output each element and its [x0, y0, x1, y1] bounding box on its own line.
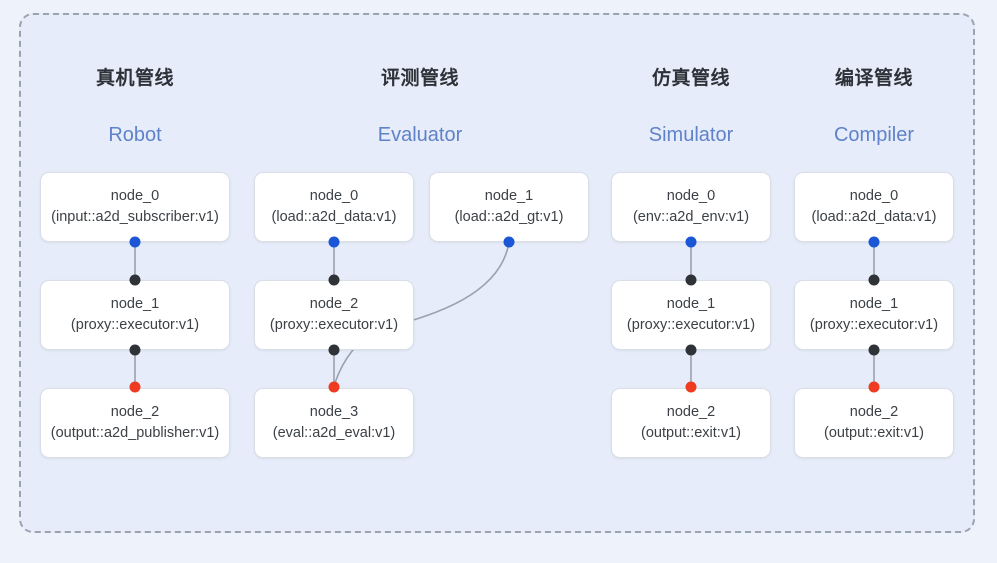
- node-name: node_0: [110, 187, 160, 204]
- node-compiler-2[interactable]: node_2 (output::exit:v1): [794, 388, 954, 458]
- port-compiler-1-out[interactable]: [868, 344, 880, 356]
- node-compiler-1[interactable]: node_1 (proxy::executor:v1): [794, 280, 954, 350]
- node-name: node_2: [309, 295, 359, 312]
- node-type: (load::a2d_data:v1): [271, 209, 397, 225]
- port-simulator-2-in[interactable]: [685, 381, 697, 393]
- port-simulator-1-out[interactable]: [685, 344, 697, 356]
- node-name: node_2: [849, 403, 899, 420]
- node-evaluator-1[interactable]: node_1 (load::a2d_gt:v1): [429, 172, 589, 242]
- node-robot-2[interactable]: node_2 (output::a2d_publisher:v1): [40, 388, 230, 458]
- node-name: node_0: [666, 187, 716, 204]
- node-evaluator-2[interactable]: node_2 (proxy::executor:v1): [254, 280, 414, 350]
- port-simulator-1-in[interactable]: [685, 274, 697, 286]
- node-compiler-0[interactable]: node_0 (load::a2d_data:v1): [794, 172, 954, 242]
- node-type: (input::a2d_subscriber:v1): [51, 209, 219, 225]
- node-type: (output::exit:v1): [824, 425, 924, 441]
- node-type: (proxy::executor:v1): [269, 317, 399, 333]
- column-title-cn-robot: 真机管线: [95, 68, 174, 89]
- node-type: (output::exit:v1): [641, 425, 741, 441]
- column-title-en-robot: Robot: [108, 124, 162, 146]
- node-type: (proxy::executor:v1): [70, 317, 200, 333]
- port-evaluator-1-out[interactable]: [503, 236, 515, 248]
- node-simulator-1[interactable]: node_1 (proxy::executor:v1): [611, 280, 771, 350]
- column-title-cn-evaluator: 评测管线: [380, 68, 459, 89]
- port-evaluator-3-in[interactable]: [328, 381, 340, 393]
- node-type: (load::a2d_gt:v1): [454, 209, 564, 225]
- node-robot-1[interactable]: node_1 (proxy::executor:v1): [40, 280, 230, 350]
- node-type: (env::a2d_env:v1): [632, 209, 750, 225]
- node-name: node_0: [849, 187, 899, 204]
- node-name: node_1: [849, 295, 899, 312]
- node-simulator-0[interactable]: node_0 (env::a2d_env:v1): [611, 172, 771, 242]
- column-title-cn-compiler: 编译管线: [834, 68, 913, 89]
- column-title-en-compiler: Compiler: [833, 124, 915, 146]
- node-type: (output::a2d_publisher:v1): [50, 425, 220, 441]
- node-evaluator-3[interactable]: node_3 (eval::a2d_eval:v1): [254, 388, 414, 458]
- port-evaluator-2-in[interactable]: [328, 274, 340, 286]
- port-compiler-0-out[interactable]: [868, 236, 880, 248]
- column-title-en-simulator: Simulator: [648, 124, 734, 146]
- port-robot-2-in[interactable]: [129, 381, 141, 393]
- node-name: node_0: [309, 187, 359, 204]
- node-simulator-2[interactable]: node_2 (output::exit:v1): [611, 388, 771, 458]
- node-name: node_2: [110, 403, 160, 420]
- port-evaluator-2-out[interactable]: [328, 344, 340, 356]
- port-compiler-2-in[interactable]: [868, 381, 880, 393]
- column-title-en-evaluator: Evaluator: [377, 124, 463, 146]
- node-name: node_1: [110, 295, 160, 312]
- node-type: (proxy::executor:v1): [809, 317, 939, 333]
- node-name: node_1: [666, 295, 716, 312]
- port-evaluator-0-out[interactable]: [328, 236, 340, 248]
- port-compiler-1-in[interactable]: [868, 274, 880, 286]
- port-robot-1-out[interactable]: [129, 344, 141, 356]
- node-name: node_3: [309, 403, 359, 420]
- node-type: (eval::a2d_eval:v1): [272, 425, 396, 441]
- node-evaluator-0[interactable]: node_0 (load::a2d_data:v1): [254, 172, 414, 242]
- node-type: (load::a2d_data:v1): [811, 209, 937, 225]
- node-type: (proxy::executor:v1): [626, 317, 756, 333]
- port-robot-0-out[interactable]: [129, 236, 141, 248]
- node-name: node_2: [666, 403, 716, 420]
- port-robot-1-in[interactable]: [129, 274, 141, 286]
- node-name: node_1: [484, 187, 534, 204]
- port-simulator-0-out[interactable]: [685, 236, 697, 248]
- node-robot-0[interactable]: node_0 (input::a2d_subscriber:v1): [40, 172, 230, 242]
- column-title-cn-simulator: 仿真管线: [651, 68, 730, 89]
